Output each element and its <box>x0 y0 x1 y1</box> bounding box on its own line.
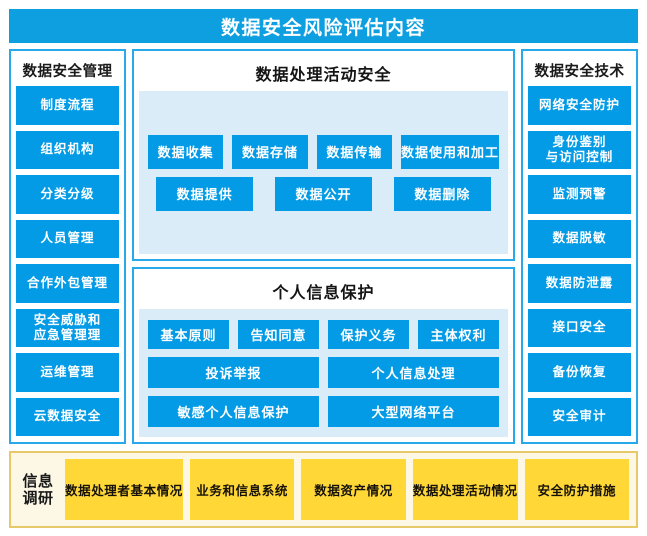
survey-item-4[interactable]: 安全防护措施 <box>524 459 629 520</box>
survey-item-3[interactable]: 数据处理活动情况 <box>412 459 518 520</box>
left-item-1[interactable]: 组织机构 <box>16 130 119 169</box>
survey-bar: 信息 调研 数据处理者基本情况 业务和信息系统 数据资产情况 数据处理活动情况 … <box>9 451 638 528</box>
three-column-region: 数据安全管理 制度流程 组织机构 分类分级 人员管理 合作外包管理 安全威胁和 … <box>9 49 638 444</box>
left-panel-title: 数据安全管理 <box>22 64 113 80</box>
right-item-5[interactable]: 接口安全 <box>528 308 631 347</box>
panel-personal-information-protection: 个人信息保护 基本原则 告知同意 保护义务 主体权利 投诉举报 个人信息处理 敏… <box>132 267 515 444</box>
pi-item-2[interactable]: 保护义务 <box>328 319 409 349</box>
center-top-item-0[interactable]: 数据收集 <box>148 134 224 169</box>
right-panel-title: 数据安全技术 <box>534 64 625 80</box>
pi-item-4[interactable]: 投诉举报 <box>148 356 319 388</box>
right-item-7[interactable]: 安全审计 <box>528 397 631 436</box>
center-top-item-2[interactable]: 数据传输 <box>316 134 392 169</box>
center-column: 数据处理活动安全 数据收集 数据存储 数据传输 数据使用和加工 数据提供 数据公… <box>132 49 515 444</box>
left-item-7[interactable]: 云数据安全 <box>16 397 119 436</box>
right-item-1[interactable]: 身份鉴别 与访问控制 <box>528 130 631 169</box>
left-item-0[interactable]: 制度流程 <box>16 86 119 125</box>
right-item-4[interactable]: 数据防泄露 <box>528 264 631 303</box>
center-top-row-2: 数据提供 数据公开 数据删除 <box>148 176 499 211</box>
center-top-item-3[interactable]: 数据使用和加工 <box>400 134 499 169</box>
panel-data-processing-activity-security: 数据处理活动安全 数据收集 数据存储 数据传输 数据使用和加工 数据提供 数据公… <box>132 49 515 261</box>
center-bottom-row-1: 基本原则 告知同意 保护义务 主体权利 <box>148 319 499 349</box>
left-item-5[interactable]: 安全威胁和 应急管理理 <box>16 308 119 347</box>
left-item-3[interactable]: 人员管理 <box>16 219 119 258</box>
right-item-3[interactable]: 数据脱敏 <box>528 219 631 258</box>
right-panel-items: 网络安全防护 身份鉴别 与访问控制 监测预警 数据脱敏 数据防泄露 接口安全 备… <box>528 86 631 436</box>
pi-item-6[interactable]: 敏感个人信息保护 <box>148 395 319 427</box>
center-bottom-row-2: 投诉举报 个人信息处理 <box>148 356 499 388</box>
center-bottom-row-3: 敏感个人信息保护 大型网络平台 <box>148 395 499 427</box>
page-title: 数据安全风险评估内容 <box>9 9 638 43</box>
pi-item-1[interactable]: 告知同意 <box>238 319 319 349</box>
left-item-4[interactable]: 合作外包管理 <box>16 264 119 303</box>
survey-item-0[interactable]: 数据处理者基本情况 <box>65 459 183 520</box>
survey-item-2[interactable]: 数据资产情况 <box>301 459 406 520</box>
left-panel-items: 制度流程 组织机构 分类分级 人员管理 合作外包管理 安全威胁和 应急管理理 运… <box>16 86 119 436</box>
pi-item-0[interactable]: 基本原则 <box>148 319 229 349</box>
center-top-item-6[interactable]: 数据删除 <box>393 176 491 211</box>
left-item-2[interactable]: 分类分级 <box>16 175 119 214</box>
survey-item-1[interactable]: 业务和信息系统 <box>189 459 295 520</box>
left-item-6[interactable]: 运维管理 <box>16 353 119 392</box>
right-item-0[interactable]: 网络安全防护 <box>528 86 631 125</box>
right-item-6[interactable]: 备份恢复 <box>528 353 631 392</box>
pi-item-7[interactable]: 大型网络平台 <box>328 395 499 427</box>
center-top-item-1[interactable]: 数据存储 <box>232 134 308 169</box>
center-bottom-title: 个人信息保护 <box>272 283 375 302</box>
center-top-row-1: 数据收集 数据存储 数据传输 数据使用和加工 <box>148 134 499 169</box>
survey-bar-label: 信息 调研 <box>22 472 54 507</box>
right-item-2[interactable]: 监测预警 <box>528 175 631 214</box>
pi-item-5[interactable]: 个人信息处理 <box>328 356 499 388</box>
center-top-title: 数据处理活动安全 <box>255 65 392 84</box>
panel-data-security-management: 数据安全管理 制度流程 组织机构 分类分级 人员管理 合作外包管理 安全威胁和 … <box>9 49 126 444</box>
center-top-item-4[interactable]: 数据提供 <box>156 176 254 211</box>
center-bottom-band: 基本原则 告知同意 保护义务 主体权利 投诉举报 个人信息处理 敏感个人信息保护… <box>139 309 508 437</box>
panel-data-security-technology: 数据安全技术 网络安全防护 身份鉴别 与访问控制 监测预警 数据脱敏 数据防泄露… <box>521 49 638 444</box>
center-top-band: 数据收集 数据存储 数据传输 数据使用和加工 数据提供 数据公开 数据删除 <box>139 91 508 254</box>
center-top-item-5[interactable]: 数据公开 <box>274 176 373 211</box>
survey-bar-items: 数据处理者基本情况 业务和信息系统 数据资产情况 数据处理活动情况 安全防护措施 <box>65 459 629 520</box>
pi-item-3[interactable]: 主体权利 <box>418 319 499 349</box>
